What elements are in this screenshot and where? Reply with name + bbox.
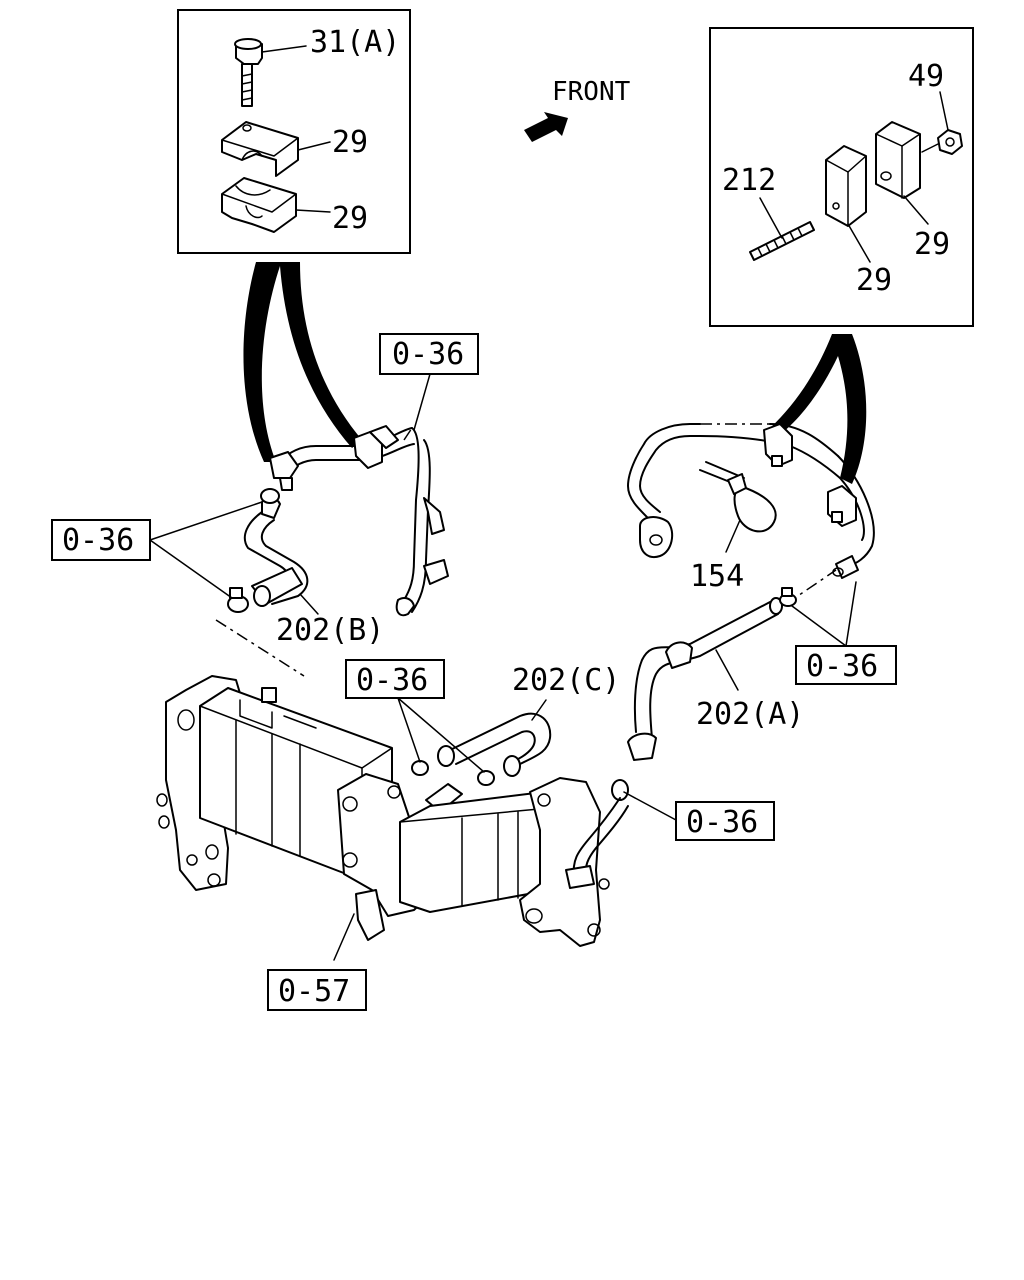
leader-202a [715, 649, 739, 691]
hose-clip-icon [779, 587, 797, 607]
hose-202a [627, 597, 783, 761]
leader-154 [725, 519, 741, 553]
front-arrow-icon [524, 112, 568, 142]
leader-ref-left-a [149, 501, 263, 541]
label-ref-036-lower: 0-36 [686, 805, 758, 840]
leader-29-c [903, 195, 929, 225]
ref-box-right: 0-36 [791, 581, 897, 685]
label-202a: 202(A) [696, 697, 804, 732]
ref-box-top: 0-36 [379, 333, 479, 431]
leader-49 [939, 91, 949, 131]
leader-31a [261, 45, 307, 53]
leader-057 [333, 913, 355, 961]
leader-29-d [847, 223, 871, 263]
label-202b: 202(B) [276, 613, 384, 648]
leader-ref-right-a [791, 605, 847, 647]
leader-ref-lower [623, 791, 677, 821]
label-29-a: 29 [332, 125, 368, 160]
ref-box-057: 0-57 [267, 969, 367, 1011]
ref-box-lower: 0-36 [623, 791, 775, 841]
label-ref-036-right: 0-36 [806, 649, 878, 684]
label-29-c: 29 [914, 227, 950, 262]
bolt-icon [234, 38, 263, 107]
inset-top-right: 49 212 29 29 [709, 27, 974, 327]
inset-top-left: 31(A) 29 29 [177, 9, 411, 254]
clamp-icon [221, 177, 297, 233]
label-154: 154 [690, 559, 744, 594]
pipe-assembly-left [269, 425, 449, 617]
inset-frame-left [177, 9, 411, 254]
callout-cone-right [770, 334, 867, 484]
leader-ref-right-b [845, 581, 857, 647]
pipe-assembly-right [627, 423, 875, 579]
cable-tie-icon [699, 461, 777, 533]
clamp-icon [875, 121, 921, 199]
front-indicator: FRONT [524, 77, 631, 142]
egr-cooler-icon [156, 675, 629, 947]
clamp-icon [221, 121, 299, 177]
ref-box-mid: 0-36 [345, 659, 485, 773]
leader-29-a [297, 141, 331, 151]
label-ref-036-left: 0-36 [62, 523, 134, 558]
label-front: FRONT [552, 77, 631, 107]
label-29-d: 29 [856, 263, 892, 298]
leader-29-b [295, 209, 331, 213]
label-212: 212 [722, 163, 776, 198]
leader-ref-left-b [149, 539, 233, 599]
leader-ref-mid-b [397, 697, 485, 773]
hose-clip-icon [411, 760, 629, 801]
callout-cone-left [243, 262, 362, 462]
label-29-b: 29 [332, 201, 368, 236]
label-31a: 31(A) [310, 25, 400, 60]
dash-202b [215, 619, 305, 677]
clamp-icon [825, 145, 867, 227]
leader-212 [759, 197, 783, 239]
label-202c: 202(C) [512, 663, 620, 698]
hose-202b [243, 496, 309, 607]
leader-202c [531, 699, 547, 721]
nut-icon [937, 129, 963, 155]
leader-ref-mid-a [397, 697, 421, 763]
leader-ref-top [413, 373, 431, 431]
leader-nut [921, 143, 939, 153]
inset-frame-right [709, 27, 974, 327]
label-ref-036-top: 0-36 [392, 337, 464, 372]
label-49: 49 [908, 59, 944, 94]
leader-202b [299, 593, 319, 615]
label-ref-036-mid: 0-36 [356, 663, 428, 698]
hose-clip-icon [227, 488, 280, 613]
ref-box-left: 0-36 [51, 501, 263, 599]
label-ref-057: 0-57 [278, 974, 350, 1009]
hose-202c [437, 712, 552, 777]
stud-icon [749, 221, 815, 261]
